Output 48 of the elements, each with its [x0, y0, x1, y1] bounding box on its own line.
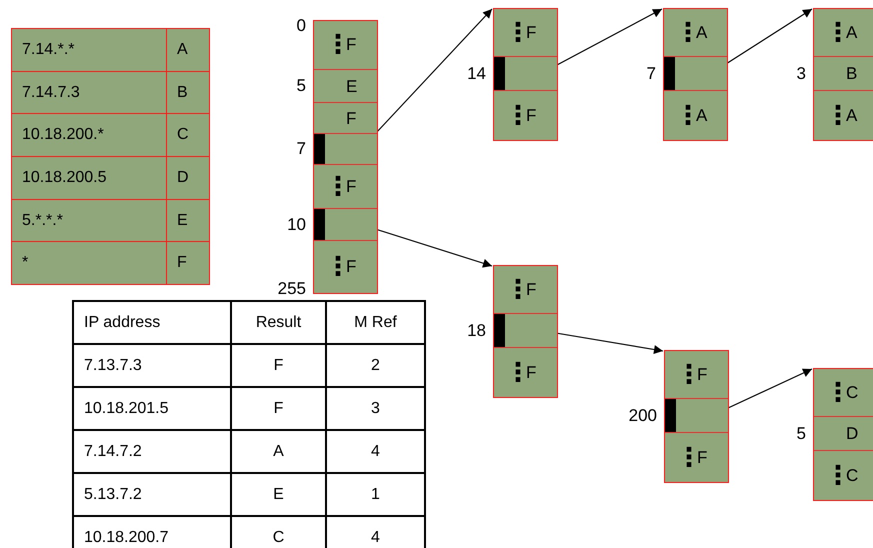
index-label: 3 [796, 64, 806, 84]
prefix-cell: 10.18.200.5 [11, 156, 167, 200]
next-hop-letter: D [846, 424, 858, 444]
index-label: 18 [467, 320, 486, 340]
next-hop-letter: E [346, 76, 358, 96]
arrow [727, 368, 812, 409]
array-entry [314, 133, 377, 164]
array-column [664, 350, 729, 483]
index-label: 10 [287, 214, 306, 234]
prefix-cell: 5.*.*.* [11, 198, 167, 242]
index-label: 14 [467, 64, 486, 84]
array-column [313, 20, 378, 294]
array-column [663, 8, 728, 141]
index-label: 255 [278, 278, 306, 298]
next-hop-cell: E [166, 198, 210, 242]
prefix-cell: 7.14.*.* [11, 28, 167, 72]
index-label: 0 [296, 16, 306, 36]
arrow [376, 228, 492, 268]
array-column [813, 8, 873, 141]
next-hop-letter: B [846, 64, 858, 84]
prefix-cell: 7.14.7.3 [11, 70, 167, 114]
index-label: 7 [646, 64, 656, 84]
next-hop-cell: A [166, 28, 210, 72]
array-entry [494, 313, 557, 347]
arrow [556, 332, 664, 354]
arrow [375, 8, 492, 134]
next-hop-cell: B [166, 70, 210, 114]
array-entry [494, 56, 557, 90]
array-column [493, 8, 558, 141]
index-label: 7 [296, 139, 306, 159]
column-header: M Ref [325, 300, 426, 345]
array-entry [664, 56, 727, 90]
prefix-cell: 10.18.200.* [11, 113, 167, 158]
next-hop-cell: D [166, 156, 210, 200]
array-column [493, 265, 558, 398]
array-entry [665, 398, 728, 432]
prefix-cell: * [11, 241, 167, 286]
array-entry [314, 208, 377, 240]
arrow [556, 8, 662, 66]
arrow [726, 8, 812, 64]
array-column [813, 368, 873, 501]
index-label: 5 [296, 76, 306, 96]
index-label: 200 [628, 406, 657, 426]
next-hop-cell: C [166, 113, 210, 158]
next-hop-letter: F [346, 108, 356, 128]
column-header: IP address [72, 300, 232, 345]
next-hop-cell: F [166, 241, 210, 286]
index-label: 5 [796, 424, 806, 444]
